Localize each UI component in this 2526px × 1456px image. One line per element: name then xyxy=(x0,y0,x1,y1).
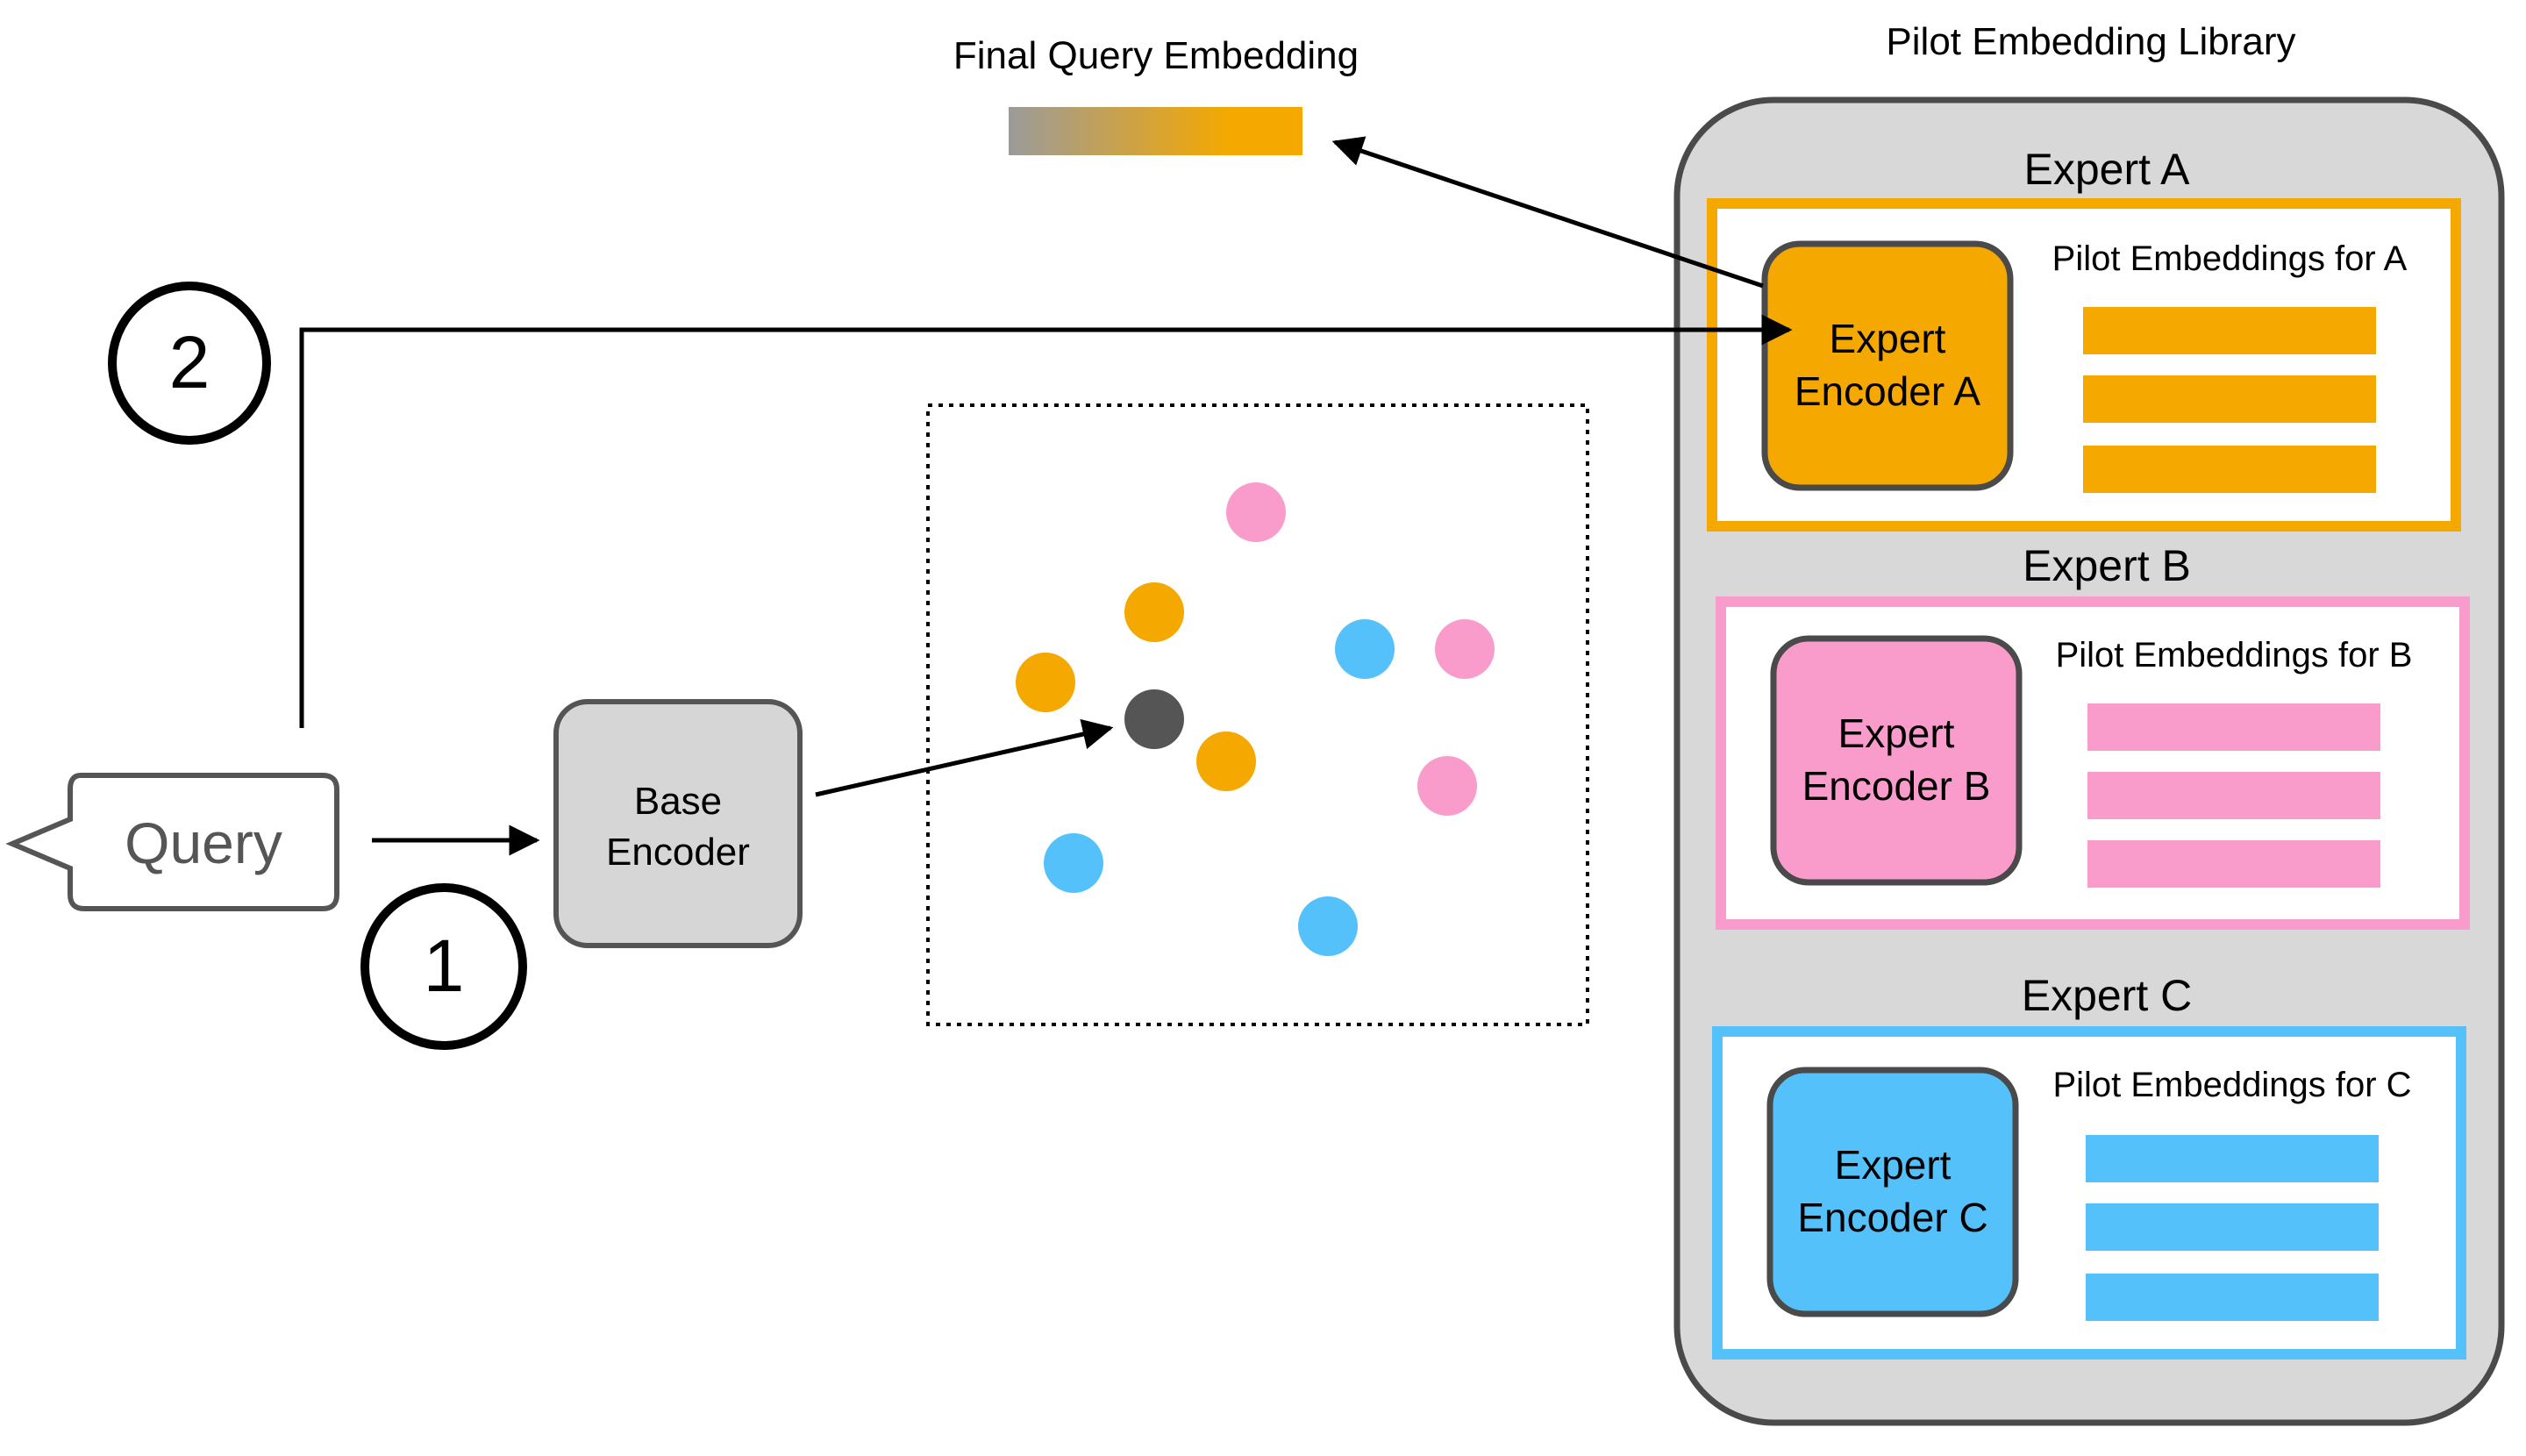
expert-c-pilot-label: Pilot Embeddings for C xyxy=(2052,1066,2411,1104)
expert-b-pilot-embedding xyxy=(2087,772,2380,819)
expert-c-encoder-box xyxy=(1766,1067,2019,1317)
final-embedding-bar xyxy=(1009,107,1302,155)
expert-b-encoder-label-line2: Encoder B xyxy=(1802,763,1991,809)
expert-c-pilot-embedding xyxy=(2086,1135,2379,1182)
expert-b-title: Expert B xyxy=(2023,541,2191,590)
query-embedding-point xyxy=(1124,689,1184,749)
expert-c-pilot-embedding xyxy=(2086,1274,2379,1321)
expert-a-encoder-label-line1: Expert xyxy=(1830,316,1946,361)
expert-c-pilot-embedding xyxy=(2086,1203,2379,1251)
expert-a-pilot-embedding xyxy=(2083,446,2376,493)
expert-b-pilot-label: Pilot Embeddings for B xyxy=(2056,636,2413,674)
expert-b-encoder-box xyxy=(1770,635,2023,886)
expert-b-encoder-label-line1: Expert xyxy=(1838,710,1955,756)
arrow-expert-a-to-final xyxy=(1331,136,1764,289)
step-1-label: 1 xyxy=(424,924,465,1007)
expert-c-title: Expert C xyxy=(2022,971,2193,1020)
embedding-point-pink xyxy=(1435,619,1495,679)
expert-c-encoder-label-line2: Encoder C xyxy=(1797,1195,1987,1240)
expert-a-title: Expert A xyxy=(2024,145,2191,194)
base-encoder-box xyxy=(553,699,803,948)
embedding-point-orange xyxy=(1196,732,1256,791)
expert-b-pilot-embedding xyxy=(2087,840,2380,888)
embedding-point-blue xyxy=(1044,833,1103,893)
base-encoder-label-line2: Encoder xyxy=(606,831,750,874)
step-1-circle xyxy=(360,883,527,1050)
embedding-point-pink xyxy=(1417,756,1477,816)
expert-a-pilot-embedding xyxy=(2083,307,2376,354)
final-embedding-label: Final Query Embedding xyxy=(953,34,1359,77)
arrow-query-to-expert-a xyxy=(299,314,1793,728)
embedding-points xyxy=(1016,482,1495,956)
embedding-space xyxy=(926,403,1589,1026)
step-2-circle xyxy=(108,282,271,445)
arrow-base-encoder-to-space xyxy=(815,718,1114,797)
embedding-point-blue xyxy=(1298,896,1358,956)
query-bubble xyxy=(5,773,339,911)
embedding-point-pink xyxy=(1226,482,1286,542)
embedding-point-orange xyxy=(1016,653,1075,712)
step-2-label: 2 xyxy=(169,321,210,403)
query-label: Query xyxy=(125,810,282,875)
embedding-point-orange xyxy=(1124,582,1184,642)
expert-a-encoder-label-line2: Encoder A xyxy=(1795,368,1981,414)
expert-a-encoder-box xyxy=(1761,240,2014,491)
embedding-point-blue xyxy=(1335,619,1395,679)
expert-b-pilot-embedding xyxy=(2087,703,2380,751)
expert-a-pilot-embedding xyxy=(2083,375,2376,423)
expert-a-pilot-label: Pilot Embeddings for A xyxy=(2052,239,2408,278)
expert-c-encoder-label-line1: Expert xyxy=(1835,1142,1952,1188)
library-title: Pilot Embedding Library xyxy=(1886,20,2295,63)
base-encoder-label-line1: Base xyxy=(634,780,722,823)
